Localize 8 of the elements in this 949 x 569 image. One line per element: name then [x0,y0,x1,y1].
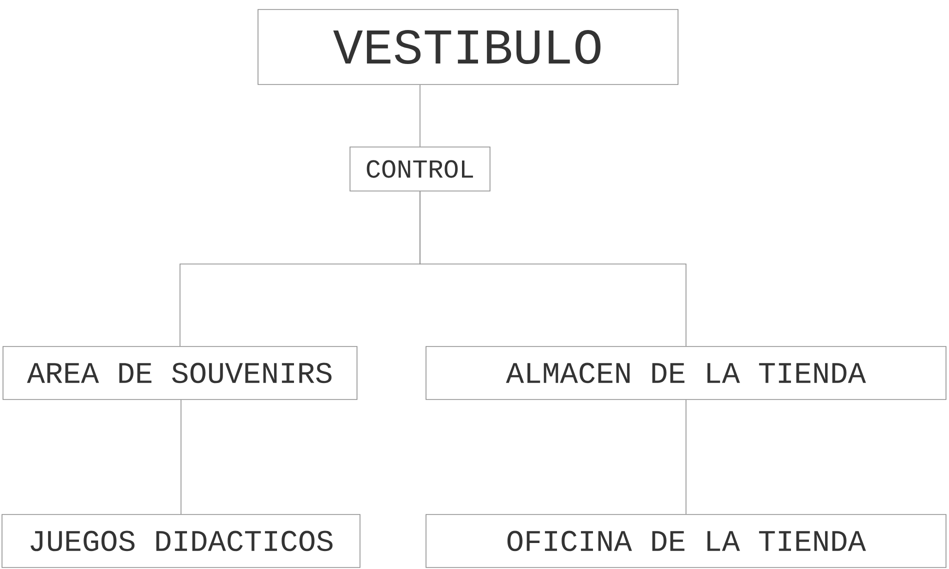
connector-line [180,400,182,514]
label-box: AREA DE SOUVENIRS [2,346,358,400]
label-box: OFICINA DE LA TIENDA [426,514,946,568]
connector-line [420,191,686,346]
label-box: CONTROL [350,146,490,192]
label-box: ALMACEN DE LA TIENDA [426,346,946,400]
label-box: VESTIBULO [258,9,678,85]
label-box: JUEGOS DIDACTICOS [2,514,360,568]
